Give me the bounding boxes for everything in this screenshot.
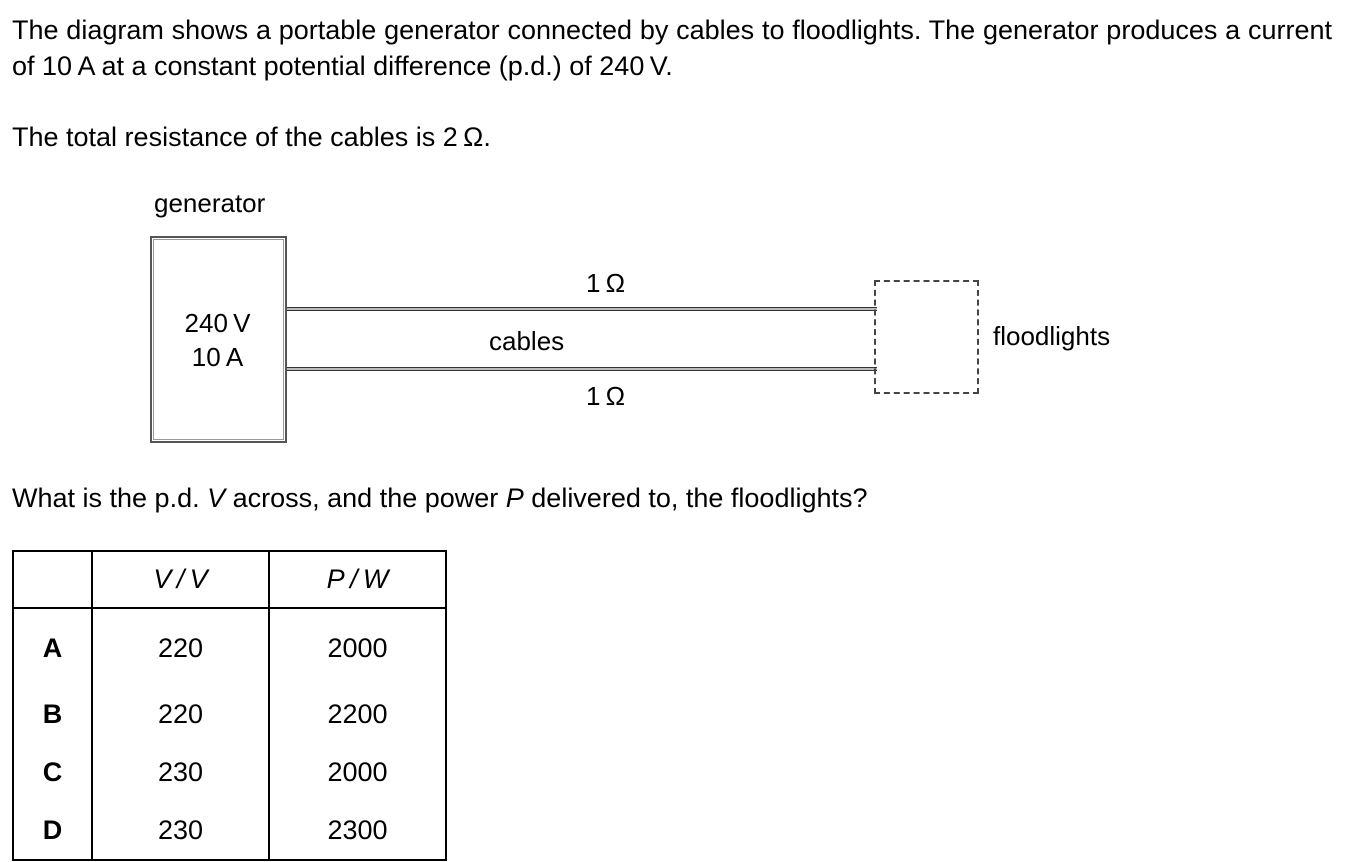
answer-row-c[interactable]: C 230 2000 bbox=[12, 743, 447, 801]
top-cable-resistance: 1 Ω bbox=[586, 268, 626, 298]
voltage-value: 220 bbox=[91, 685, 270, 743]
resistance-statement: The total resistance of the cables is 2 … bbox=[12, 122, 491, 152]
generator-label: generator bbox=[154, 188, 266, 218]
voltage-symbol: V bbox=[207, 483, 226, 513]
voltage-value: 230 bbox=[91, 743, 270, 801]
power-value: 2300 bbox=[268, 801, 447, 861]
table-header-row: V / V P / W bbox=[12, 550, 447, 609]
option-letter[interactable]: A bbox=[12, 608, 93, 685]
question-pre: What is the p.d. bbox=[12, 483, 208, 513]
power-value: 2000 bbox=[268, 608, 447, 685]
option-letter[interactable]: D bbox=[12, 801, 93, 861]
power-header: P / W bbox=[268, 550, 447, 609]
answer-row-b[interactable]: B 220 2200 bbox=[12, 685, 447, 743]
voltage-header: V / V bbox=[91, 550, 270, 609]
generator-voltage: 240 V bbox=[184, 308, 251, 338]
voltage-value: 230 bbox=[91, 801, 270, 861]
answer-row-a[interactable]: A 220 2000 bbox=[12, 608, 447, 685]
question-post: delivered to, the floodlights? bbox=[523, 483, 868, 513]
power-symbol: P bbox=[505, 483, 524, 513]
bottom-cable-resistance: 1 Ω bbox=[586, 381, 626, 411]
floodlights-box bbox=[874, 280, 979, 394]
generator-values: 240 V 10 A bbox=[150, 306, 287, 374]
generator-current: 10 A bbox=[191, 342, 244, 372]
option-letter[interactable]: B bbox=[12, 685, 93, 743]
intro-paragraph: The diagram shows a portable generator c… bbox=[12, 15, 1332, 81]
cables-label: cables bbox=[489, 326, 565, 356]
generator-box bbox=[150, 236, 287, 443]
power-value: 2200 bbox=[268, 685, 447, 743]
question-mid: across, and the power bbox=[225, 483, 506, 513]
power-value: 2000 bbox=[268, 743, 447, 801]
voltage-value: 220 bbox=[91, 608, 270, 685]
answer-row-d[interactable]: D 230 2300 bbox=[12, 801, 447, 861]
option-letter[interactable]: C bbox=[12, 743, 93, 801]
question-text: What is the p.d. V across, and the power… bbox=[12, 480, 1332, 516]
bottom-cable bbox=[287, 367, 877, 371]
option-header bbox=[12, 550, 93, 609]
floodlights-label: floodlights bbox=[993, 321, 1111, 351]
answer-table: V / V P / W A 220 2000 B 220 2200 C 230 … bbox=[12, 550, 447, 861]
top-cable bbox=[287, 307, 877, 311]
